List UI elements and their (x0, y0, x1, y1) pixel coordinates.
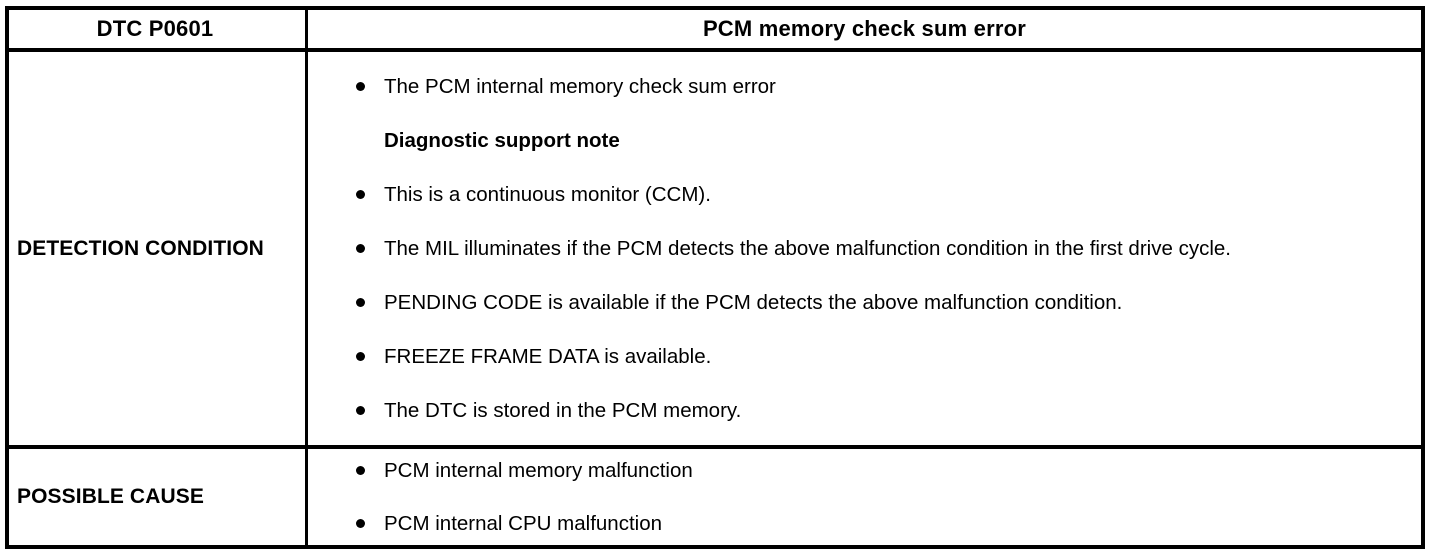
list-item: FREEZE FRAME DATA is available. (352, 343, 1407, 370)
list-item-text: This is a continuous monitor (CCM). (384, 183, 711, 206)
possible-cause-list: PCM internal memory malfunction PCM inte… (352, 457, 1407, 537)
dtc-table: DTC P0601 PCM memory check sum error DET… (5, 6, 1425, 549)
row-label-detection-condition: DETECTION CONDITION (17, 236, 264, 260)
table-row-detection-condition: DETECTION CONDITION The PCM internal mem… (9, 52, 1421, 449)
row-content-cell-cause: PCM internal memory malfunction PCM inte… (308, 449, 1421, 545)
list-item-text: The MIL illuminates if the PCM detects t… (384, 237, 1231, 260)
bullet-dot-icon (356, 352, 365, 361)
row-label-cell-cause: POSSIBLE CAUSE (9, 449, 308, 545)
header-cell-dtc-code: DTC P0601 (9, 10, 308, 48)
list-item-text: FREEZE FRAME DATA is available. (384, 345, 712, 368)
list-item: PCM internal CPU malfunction (352, 510, 1407, 537)
list-item-text: The DTC is stored in the PCM memory. (384, 399, 742, 422)
header-cell-title: PCM memory check sum error (308, 10, 1421, 48)
list-item-text: PENDING CODE is available if the PCM det… (384, 291, 1123, 314)
bullet-dot-icon (356, 82, 365, 91)
row-content-cell-detection: The PCM internal memory check sum error … (308, 52, 1421, 445)
list-item: The PCM internal memory check sum error (352, 73, 1407, 100)
bullet-dot-icon (356, 244, 365, 253)
list-item-text: PCM internal memory malfunction (384, 459, 693, 482)
detection-condition-list: The PCM internal memory check sum error … (352, 73, 1407, 424)
bullet-dot-icon (356, 466, 365, 475)
list-item-text: The PCM internal memory check sum error (384, 75, 776, 98)
table-row-possible-cause: POSSIBLE CAUSE PCM internal memory malfu… (9, 449, 1421, 545)
list-item: The DTC is stored in the PCM memory. (352, 397, 1407, 424)
dtc-code-label: DTC P0601 (96, 16, 214, 41)
page-title: PCM memory check sum error (702, 16, 1027, 41)
bullet-dot-icon (356, 298, 365, 307)
list-item: This is a continuous monitor (CCM). (352, 181, 1407, 208)
list-item-text: PCM internal CPU malfunction (384, 512, 662, 535)
bullet-dot-icon (356, 519, 365, 528)
list-item: PCM internal memory malfunction (352, 457, 1407, 484)
bullet-dot-icon (356, 190, 365, 199)
diagnostic-support-note-label: Diagnostic support note (384, 129, 620, 152)
row-label-possible-cause: POSSIBLE CAUSE (17, 485, 204, 508)
row-label-cell-detection: DETECTION CONDITION (9, 52, 308, 445)
list-item-note-heading: Diagnostic support note (352, 127, 1407, 154)
list-item: PENDING CODE is available if the PCM det… (352, 289, 1407, 316)
table-header-row: DTC P0601 PCM memory check sum error (9, 10, 1421, 52)
bullet-dot-icon (356, 406, 365, 415)
list-item: The MIL illuminates if the PCM detects t… (352, 235, 1407, 262)
